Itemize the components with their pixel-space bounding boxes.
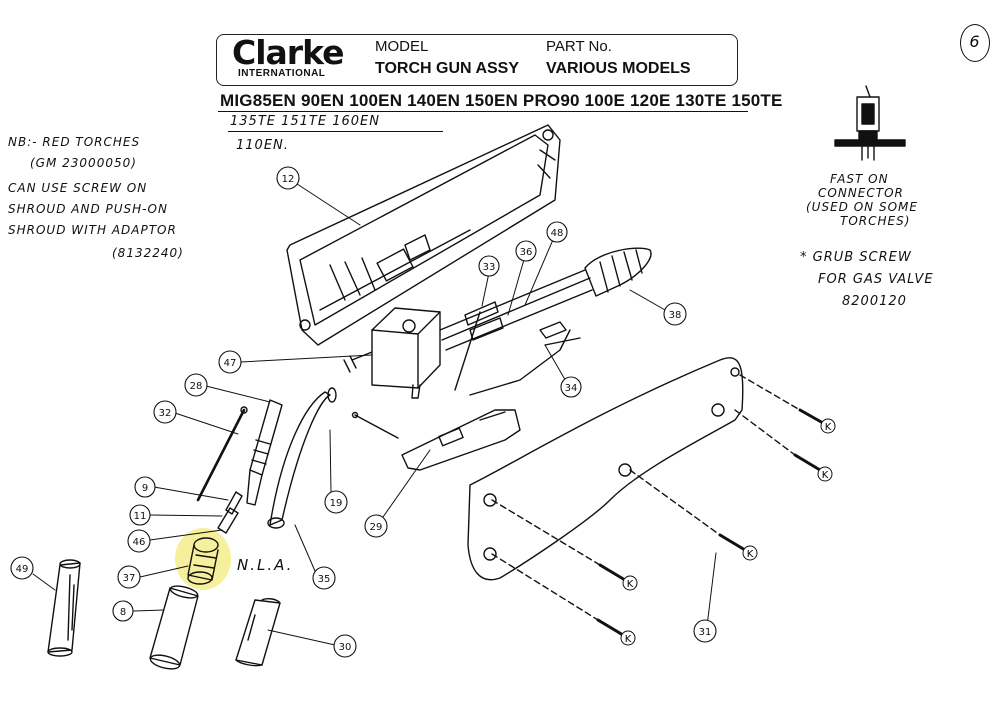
screws-drawing xyxy=(491,374,825,637)
callout-12: 12 xyxy=(276,166,300,190)
handle-half-right-drawing xyxy=(467,357,744,581)
svg-text:8: 8 xyxy=(120,607,126,618)
callout-19: 19 xyxy=(324,490,348,514)
models-handwritten-2: 110EN. xyxy=(236,138,289,153)
fast-on-line-2: CONNECTOR xyxy=(818,186,904,200)
callout-32: 32 xyxy=(153,400,177,424)
callout-30: 30 xyxy=(333,634,357,658)
tip-drawing xyxy=(217,491,243,534)
svg-text:9: 9 xyxy=(142,483,148,494)
note-line-4: SHROUD AND PUSH-ON xyxy=(8,202,168,216)
svg-text:K: K xyxy=(822,470,829,481)
svg-text:49: 49 xyxy=(16,564,29,575)
callout-46: 46 xyxy=(127,529,151,553)
svg-text:47: 47 xyxy=(224,358,237,369)
fast-on-line-4: TORCHES) xyxy=(840,214,911,228)
screw-mark: K xyxy=(622,575,638,591)
handle-half-drawing xyxy=(286,124,561,346)
cable-assembly-drawing xyxy=(439,247,652,396)
part-value: VARIOUS MODELS xyxy=(546,60,691,77)
svg-text:29: 29 xyxy=(370,522,383,533)
note-line-2: (GM 23000050) xyxy=(30,156,137,170)
svg-text:37: 37 xyxy=(123,573,136,584)
callout-36: 36 xyxy=(515,240,537,262)
callout-38: 38 xyxy=(663,302,687,326)
fast-on-connector-drawing xyxy=(834,85,906,161)
callout-28: 28 xyxy=(184,373,208,397)
pin-drawing xyxy=(354,414,399,439)
svg-text:12: 12 xyxy=(282,174,295,185)
svg-text:46: 46 xyxy=(133,537,146,548)
model-label: MODEL xyxy=(375,38,429,55)
liner-drawing xyxy=(196,408,246,502)
note-line-3: CAN USE SCREW ON xyxy=(8,181,148,195)
screw-mark: K xyxy=(817,466,833,482)
part-label: PART No. xyxy=(546,38,612,55)
gooseneck-drawing xyxy=(246,399,283,506)
screw-marks: K K K K K xyxy=(620,418,836,646)
gas-valve-block-drawing xyxy=(343,307,441,399)
models-underline xyxy=(218,111,748,112)
svg-text:K: K xyxy=(747,549,754,560)
callout-47: 47 xyxy=(218,350,242,374)
nla-note: N.L.A. xyxy=(237,556,294,574)
svg-text:30: 30 xyxy=(339,642,352,653)
svg-text:28: 28 xyxy=(190,381,203,392)
screw-mark: K xyxy=(742,545,758,561)
screw-mark: K xyxy=(820,418,836,434)
svg-text:48: 48 xyxy=(551,228,564,239)
nozzle-8-drawing xyxy=(149,585,199,670)
handwritten-underline xyxy=(228,131,443,132)
svg-text:33: 33 xyxy=(483,262,496,273)
svg-text:19: 19 xyxy=(330,498,343,509)
svg-text:34: 34 xyxy=(565,383,578,394)
note-line-6: (8132240) xyxy=(112,246,184,260)
svg-text:K: K xyxy=(627,579,634,590)
models-handwritten-1: 135TE 151TE 160EN xyxy=(230,114,380,129)
svg-text:K: K xyxy=(625,634,632,645)
brand-subtitle: INTERNATIONAL xyxy=(238,68,326,79)
callout-48: 48 xyxy=(546,221,568,243)
svg-text:38: 38 xyxy=(669,310,682,321)
callout-9: 9 xyxy=(134,476,156,498)
models-line: MIG85EN 90EN 100EN 140EN 150EN PRO90 100… xyxy=(220,91,783,110)
nozzle-holder-drawing xyxy=(187,537,219,585)
fast-on-line-1: FAST ON xyxy=(830,172,889,186)
grub-line-1: * GRUB SCREW xyxy=(800,250,912,265)
callout-37: 37 xyxy=(117,565,141,589)
callout-34: 34 xyxy=(560,376,582,398)
svg-text:35: 35 xyxy=(318,574,331,585)
svg-text:11: 11 xyxy=(134,511,147,522)
fast-on-line-3: (USED ON SOME xyxy=(806,200,918,214)
page-mark: 6 xyxy=(960,24,990,62)
brand-logo: Clarke xyxy=(232,33,345,72)
callout-11: 11 xyxy=(129,504,151,526)
callout-49: 49 xyxy=(10,556,34,580)
callouts: 12 47 28 32 9 11 46 37 49 8 35 19 29 30 … xyxy=(10,166,717,658)
note-line-5: SHROUD WITH ADAPTOR xyxy=(8,223,177,237)
callout-35: 35 xyxy=(312,566,336,590)
callout-29: 29 xyxy=(364,514,388,538)
grub-line-3: 8200120 xyxy=(842,294,907,309)
callout-8: 8 xyxy=(112,600,134,622)
grub-line-2: FOR GAS VALVE xyxy=(818,272,934,287)
svg-text:36: 36 xyxy=(520,247,533,258)
callout-31: 31 xyxy=(693,619,717,643)
svg-text:31: 31 xyxy=(699,627,712,638)
title-block xyxy=(216,34,738,86)
note-line-1: NB:- RED TORCHES xyxy=(8,135,141,149)
model-value: TORCH GUN ASSY xyxy=(375,60,520,77)
svg-text:K: K xyxy=(825,422,832,433)
screw-mark: K xyxy=(620,630,636,646)
nozzle-49-drawing xyxy=(47,559,81,657)
shroud-drawing xyxy=(235,598,281,667)
sleeve-drawing xyxy=(267,387,337,529)
callout-33: 33 xyxy=(478,255,500,277)
svg-text:32: 32 xyxy=(159,408,172,419)
trigger-drawing xyxy=(401,409,521,471)
